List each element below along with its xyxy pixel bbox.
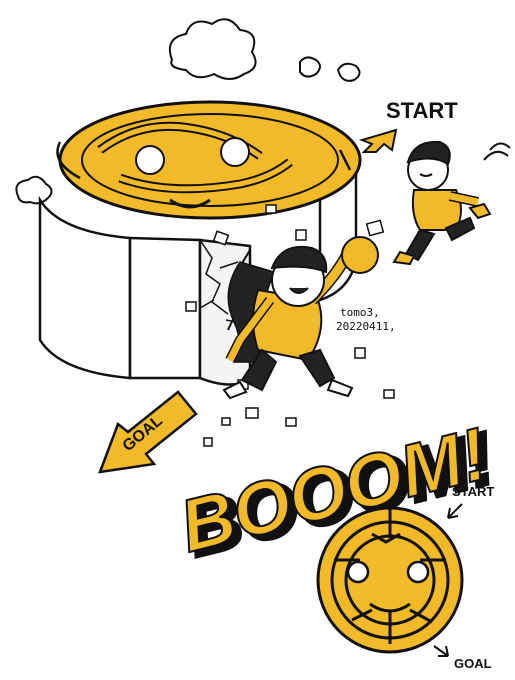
signature: tomo3, 20220411, xyxy=(336,306,396,333)
start-label-top: START xyxy=(386,98,458,123)
start-label-bottom: START xyxy=(452,484,494,499)
svg-text:tomo3,: tomo3, xyxy=(340,306,380,319)
character-running xyxy=(392,140,492,266)
svg-text:20220411,: 20220411, xyxy=(336,320,396,333)
face-maze xyxy=(316,506,464,654)
goal-arrow-left: GOAL xyxy=(98,390,198,474)
character-bursting xyxy=(222,236,379,400)
start-arrow-bottom: START xyxy=(447,484,494,519)
goal-arrow-bottom: GOAL xyxy=(433,645,492,671)
goal-label-bottom: GOAL xyxy=(454,656,492,671)
start-arrow-top: START xyxy=(358,98,458,153)
debris xyxy=(185,204,395,447)
